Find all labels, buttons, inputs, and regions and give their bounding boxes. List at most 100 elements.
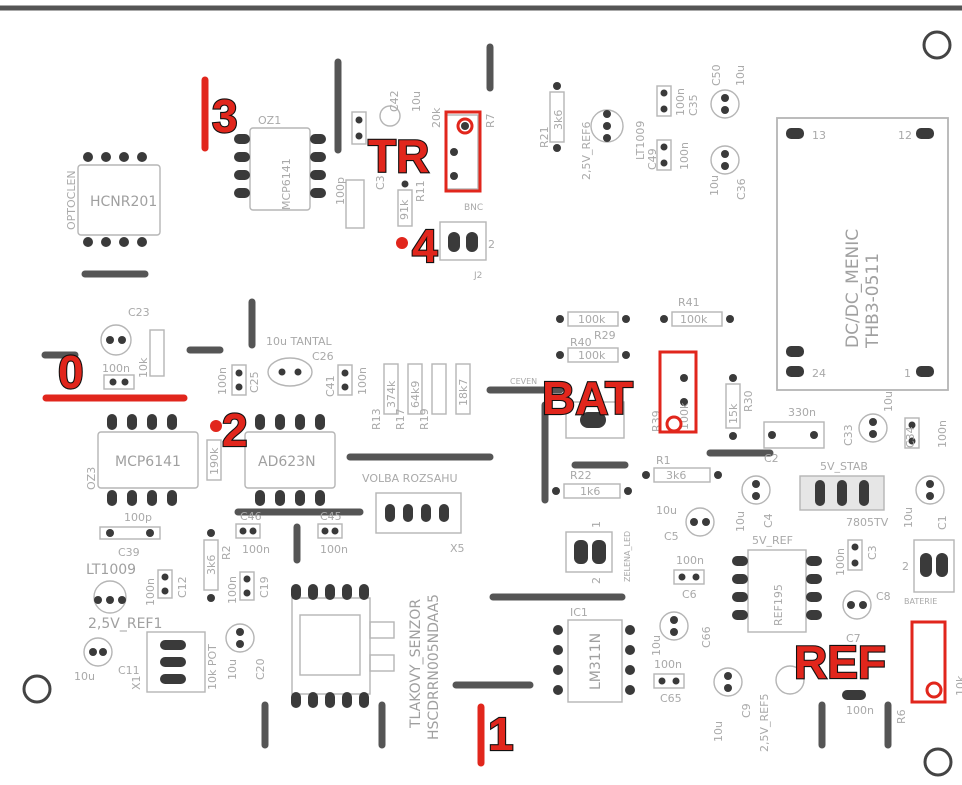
oz1-label: OZ1 bbox=[258, 114, 281, 127]
r2-value: 3k6 bbox=[205, 555, 218, 575]
c50-label: C50 bbox=[710, 64, 723, 86]
r4-value: 10k bbox=[137, 357, 150, 378]
c19-label: C19 bbox=[258, 576, 271, 598]
c20-value: 10u bbox=[226, 659, 239, 680]
c26-label: C26 bbox=[312, 350, 334, 363]
c19-value: 100n bbox=[226, 576, 239, 604]
c3b-value: 100n bbox=[834, 548, 847, 576]
opamp-oz1: OZ1 MCP6141 bbox=[234, 114, 326, 211]
lm311n-label: LM311N bbox=[588, 633, 604, 690]
r41-value: 100k bbox=[680, 313, 708, 326]
ref5-label: 2,5V_REF5 bbox=[758, 694, 771, 752]
resistor-r6: R6 10k 100n bbox=[842, 675, 962, 724]
ceven-label: CEVEN bbox=[510, 377, 537, 386]
c46-value: 100n bbox=[242, 543, 270, 556]
r30-value: 15k bbox=[727, 403, 740, 424]
c9-value: 10u bbox=[712, 721, 725, 742]
capacitors-c2-c33-c34: 330n C2 C33 10u C34 100n bbox=[763, 391, 949, 465]
capacitors-c66-c65-c9: 10u C66 100n C65 10u C9 2,5V_REF5 bbox=[650, 611, 805, 752]
r7-value: 20k bbox=[430, 107, 443, 128]
trimmer-tr bbox=[445, 114, 479, 190]
c39-label: C39 bbox=[118, 546, 140, 559]
resistors-r29-r40-r41: 100k R29 R40 100k 100k R41 bbox=[556, 296, 734, 363]
x1-label: X1 bbox=[130, 675, 143, 690]
r22-label: R22 bbox=[570, 469, 592, 482]
capacitors-right-cluster: 100n C3 C8 C7 bbox=[834, 539, 891, 645]
optocoupler-hcnr201: HCNR201 OPTOCLEN bbox=[65, 152, 161, 247]
zelena-label: ZELENA_LED bbox=[623, 531, 632, 582]
c50-value: 10u bbox=[734, 65, 747, 86]
c6-value: 100n bbox=[676, 554, 704, 567]
c12-label: C12 bbox=[176, 576, 189, 598]
tp1-marker: 1 bbox=[488, 708, 514, 760]
stab-ic-label: 7805TV bbox=[846, 516, 889, 529]
r19-label: R19 bbox=[418, 408, 431, 430]
tr-marker: TR bbox=[368, 130, 429, 182]
c66-value: 10u bbox=[650, 635, 663, 656]
c36-value: 10u bbox=[708, 175, 721, 196]
j4-pin2: 2 bbox=[590, 577, 603, 584]
c3-label: C3 bbox=[374, 175, 387, 190]
pin13-label: 13 bbox=[812, 129, 826, 142]
c-100n-label-a: 100n bbox=[102, 362, 130, 375]
r11-value: 91k bbox=[398, 199, 411, 220]
r1-value: 3k6 bbox=[666, 469, 686, 482]
c2-label: C2 bbox=[764, 452, 779, 465]
r2-c19: 3k6 R2 100n C19 bbox=[203, 529, 271, 604]
ref-c-value: 100n bbox=[846, 704, 874, 717]
lt1009-top-label: LT1009 bbox=[634, 121, 647, 160]
tp2-marker: 2 bbox=[222, 404, 248, 456]
c45-value: 100n bbox=[320, 543, 348, 556]
c34-value: 100n bbox=[936, 420, 949, 448]
c41-value: 100n bbox=[356, 367, 369, 395]
c65-value: 100n bbox=[654, 658, 682, 671]
c12-value: 100n bbox=[144, 578, 157, 606]
c8-label: C8 bbox=[876, 590, 891, 603]
ref5v-label: 5V_REF bbox=[752, 534, 793, 547]
battery-connector-j1: BATERIE 2 bbox=[902, 539, 955, 606]
j2-pin2: 2 bbox=[488, 238, 495, 251]
tp4-dot bbox=[396, 237, 408, 249]
resistor-bank: R13 374k R17 64k9 R19 18k7 bbox=[370, 363, 471, 430]
r21-value: 3k6 bbox=[552, 110, 565, 130]
c7-label: C7 bbox=[846, 632, 861, 645]
oz1-passives: 100p C3 C42 10u 20k R7 91k R11 bbox=[334, 90, 497, 229]
c34-label: C34 bbox=[904, 426, 917, 448]
j1-pin2: 2 bbox=[902, 560, 909, 573]
r13-label: R13 bbox=[370, 408, 383, 430]
capacitor-c23: C23 10k 100n bbox=[100, 306, 165, 390]
oz3-label: OZ3 bbox=[85, 467, 98, 490]
c36-label: C36 bbox=[735, 178, 748, 200]
c39-value: 100p bbox=[124, 511, 152, 524]
oz3-ic-label: MCP6141 bbox=[115, 454, 181, 470]
c1-value: 10u bbox=[902, 507, 915, 528]
opamp-oz3: MCP6141 OZ3 bbox=[85, 414, 199, 506]
pin12-label: 12 bbox=[898, 129, 912, 142]
r41-label: R41 bbox=[678, 296, 700, 309]
tp3-marker: 3 bbox=[212, 90, 238, 142]
capacitors-c46-c45: C46 100n C45 100n bbox=[235, 510, 348, 556]
capacitor-c6: 100n C6 bbox=[673, 554, 705, 601]
volba-label: VOLBA ROZSAHU bbox=[362, 472, 458, 485]
c66-label: C66 bbox=[700, 626, 713, 648]
c42-label: C42 bbox=[388, 90, 401, 112]
range-selector-x5: VOLBA ROZSAHU X5 bbox=[362, 472, 465, 555]
r29-value: 100k bbox=[578, 313, 606, 326]
c25-value: 100n bbox=[216, 367, 229, 395]
reference-ref195: 5V_REF REF195 bbox=[732, 534, 822, 633]
c42-value: 10u bbox=[410, 91, 423, 112]
test-point-annotations: 0 3 2 4 1 TR BAT REF bbox=[42, 76, 947, 767]
instrumentation-amp-ad623n: AD623N bbox=[244, 414, 336, 506]
c41-label: C41 bbox=[324, 375, 337, 397]
ic1-label: IC1 bbox=[570, 606, 588, 619]
reference-lt1009-top: 3k6 R21 2,5V_REF6 LT1009 100n C35 C49 10… bbox=[538, 64, 748, 200]
resistors-r1-r22: 3k6 R1 1k6 R22 bbox=[552, 454, 722, 499]
c33-label: C33 bbox=[842, 424, 855, 446]
bat-box bbox=[658, 350, 698, 434]
c49-value: 100n bbox=[678, 142, 691, 170]
ref6-label: 2,5V_REF6 bbox=[580, 122, 593, 180]
j2-label: J2 bbox=[473, 271, 482, 281]
baterie-label: BATERIE bbox=[904, 597, 937, 606]
c45-label: C45 bbox=[320, 510, 342, 523]
